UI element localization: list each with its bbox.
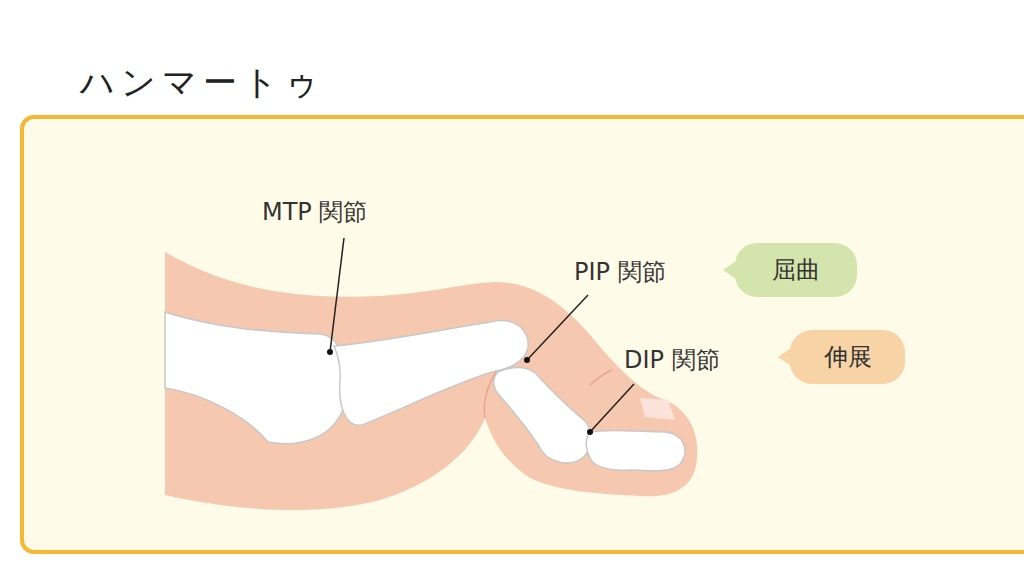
metatarsal xyxy=(165,312,346,444)
state-bubble: 伸展 xyxy=(790,330,905,384)
skin xyxy=(165,252,697,510)
leader-line xyxy=(590,384,634,432)
joint-label: DIP 関節 xyxy=(624,344,720,376)
distal-phalanx xyxy=(586,430,685,471)
middle-phalanx xyxy=(494,367,592,463)
crease xyxy=(590,370,612,385)
joint-label: MTP 関節 xyxy=(262,196,367,228)
bubble-pointer xyxy=(778,348,791,366)
bubble-text: 伸展 xyxy=(824,341,872,373)
bubble-pointer xyxy=(723,261,736,279)
joint-label: PIP 関節 xyxy=(574,256,666,288)
joint-dot xyxy=(327,349,333,355)
joint-dot xyxy=(524,357,530,363)
toenail xyxy=(640,398,675,420)
leader-line xyxy=(527,295,588,360)
bubble-text: 屈曲 xyxy=(772,254,820,286)
state-bubble: 屈曲 xyxy=(735,243,857,297)
leader-line xyxy=(330,238,344,352)
diagram-title: ハンマートゥ xyxy=(80,60,325,106)
joint-dot xyxy=(587,429,593,435)
